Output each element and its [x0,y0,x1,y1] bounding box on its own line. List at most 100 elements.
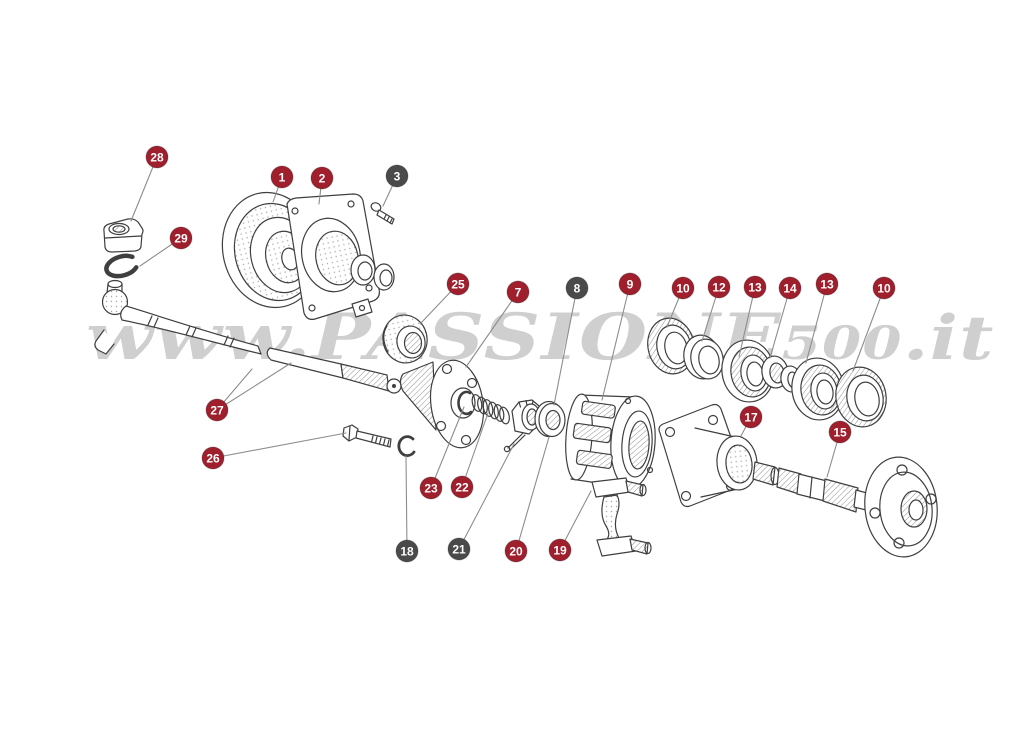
callout-circle[interactable] [419,476,443,500]
callout-circle[interactable] [145,145,169,169]
callout-19[interactable]: 19 [548,538,572,562]
callout-circle[interactable] [205,398,229,422]
callout-26[interactable]: 26 [201,446,225,470]
callout-13[interactable]: 13 [815,272,839,296]
callout-circle[interactable] [778,276,802,300]
part-ball-bearing-drawing [791,357,845,421]
callout-number: 1 [279,171,286,185]
watermark-number: 500 [781,316,903,370]
callout-circle[interactable] [385,164,409,188]
part-spacer-drawing [683,334,724,380]
callout-17[interactable]: 17 [739,405,763,429]
leader-line-10 [852,287,885,372]
part-circlip-drawing [104,253,140,279]
callout-circle[interactable] [872,276,896,300]
callout-8[interactable]: 8 [565,276,589,300]
part-seal-ring-drawing [835,366,887,428]
part-cotter-pin-drawing [503,432,526,453]
leader-line-13 [805,283,828,364]
callout-number: 28 [150,151,164,165]
part-coupling-drawing [382,314,428,364]
part-support-flange-drawing [658,403,758,508]
leader-line-22 [461,412,489,488]
callout-10[interactable]: 10 [671,276,695,300]
callout-number: 23 [424,482,438,496]
part-bolt-drawing [342,424,392,448]
callout-number: 3 [394,170,401,184]
watermark-suffix: .it [902,303,995,374]
callout-number: 25 [451,278,465,292]
callout-number: 10 [877,282,891,296]
leader-line-18 [405,455,408,552]
callout-25[interactable]: 25 [446,272,470,296]
part-bearing-cage-drawing [565,393,656,489]
callout-number: 22 [455,481,469,495]
callout-circle[interactable] [548,538,572,562]
callout-10[interactable]: 10 [872,276,896,300]
callout-circle[interactable] [739,405,763,429]
callout-circle[interactable] [450,475,474,499]
callout-21[interactable]: 21 [447,537,471,561]
callout-7[interactable]: 7 [506,280,530,304]
callout-number: 9 [627,278,634,292]
callout-circle[interactable] [506,280,530,304]
callout-circle[interactable] [618,272,642,296]
callout-number: 13 [748,281,762,295]
leader-line-26 [212,432,347,459]
callout-14[interactable]: 14 [778,276,802,300]
callout-circle[interactable] [815,272,839,296]
callout-2[interactable]: 2 [310,166,334,190]
callout-15[interactable]: 15 [828,420,852,444]
callout-number: 7 [515,286,522,300]
part-hub-drawing [399,359,485,449]
callout-9[interactable]: 9 [618,272,642,296]
part-half-shaft-drawing [266,347,402,394]
callout-circle[interactable] [504,539,528,563]
callout-circle[interactable] [671,276,695,300]
callout-circle[interactable] [201,446,225,470]
callout-29[interactable]: 29 [169,226,193,250]
callout-number: 20 [509,545,523,559]
callout-circle[interactable] [828,420,852,444]
callout-circle[interactable] [395,539,419,563]
leader-line-14 [769,287,791,359]
callout-1[interactable]: 1 [270,165,294,189]
callout-circle[interactable] [707,275,731,299]
callout-number: 18 [400,545,414,559]
callout-18[interactable]: 18 [395,539,419,563]
callout-number: 12 [712,281,726,295]
part-bracket-drawing [591,477,652,557]
callout-circle[interactable] [565,276,589,300]
part-nut-drawing [103,218,144,253]
leader-line-21 [458,443,515,550]
callout-3[interactable]: 3 [385,164,409,188]
leader-line-19 [559,490,592,551]
callout-12[interactable]: 12 [707,275,731,299]
callout-circle[interactable] [270,165,294,189]
callout-number: 2 [319,172,326,186]
leader-line-13 [738,286,756,358]
callout-circle[interactable] [446,272,470,296]
callout-28[interactable]: 28 [145,145,169,169]
part-c-clip-drawing [397,435,416,457]
leader-line-28 [130,156,158,222]
callout-number: 8 [574,282,581,296]
callout-number: 17 [744,411,758,425]
callout-circle[interactable] [310,166,334,190]
callout-circle[interactable] [169,226,193,250]
callout-circle[interactable] [447,537,471,561]
part-axle-shaft-drawing [752,456,938,558]
callout-22[interactable]: 22 [450,475,474,499]
callout-number: 29 [174,232,188,246]
callout-number: 26 [206,452,220,466]
part-washer-drawing [534,400,566,438]
callout-20[interactable]: 20 [504,539,528,563]
callout-27[interactable]: 27 [205,398,229,422]
part-spring-drawing [471,394,510,425]
callout-circle[interactable] [743,275,767,299]
callout-number: 27 [210,404,224,418]
callout-13[interactable]: 13 [743,275,767,299]
callout-23[interactable]: 23 [419,476,443,500]
